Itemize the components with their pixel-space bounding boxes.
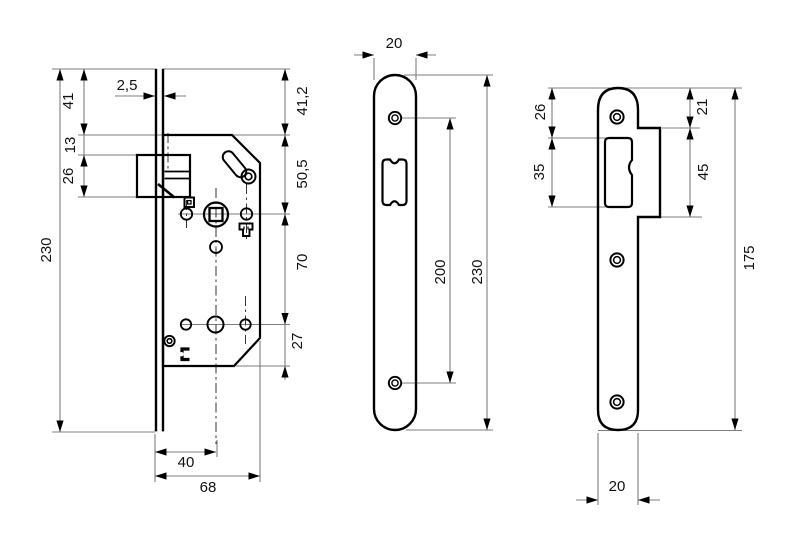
- extension-and-dimension-lines: [548, 87, 742, 505]
- dim-top-to-case: 41: [60, 93, 77, 110]
- snib-lever-body: [223, 152, 246, 177]
- faceplate-outline: [372, 73, 418, 432]
- dim-strike-length: 175: [741, 245, 758, 270]
- dim-follower-section: 50,5: [294, 159, 311, 188]
- latch-bolt: [135, 153, 192, 199]
- screw-hole-top: [609, 109, 625, 125]
- dim-window-height: 35: [531, 164, 548, 181]
- fixing-hole-left: [179, 207, 194, 221]
- screw-hole-top-center: [391, 114, 399, 122]
- dimension-labels: 20 200 230: [386, 35, 486, 285]
- screw-hole-top-center: [612, 112, 622, 122]
- dim-box-height: 45: [695, 164, 712, 181]
- extension-and-dimension-lines: [52, 68, 290, 482]
- faceplate-front-view: 20 200 230: [354, 35, 493, 432]
- lock-case-side-view: 230 41 13 26 2,5 41,2 50,5 70 27 40 68: [38, 68, 311, 496]
- screw-hole-bottom-left: [179, 318, 193, 331]
- dimension-arrows: [548, 88, 739, 504]
- latch-spring-line: [157, 182, 176, 199]
- screw-hole-bottom: [387, 375, 403, 391]
- handing-clip-slots: [243, 226, 249, 230]
- spring-clip-notch: [179, 352, 184, 357]
- latch-opening: [603, 136, 634, 209]
- fixing-hole-lower: [209, 240, 223, 254]
- dim-case-to-latch: 13: [62, 137, 79, 154]
- screw-hole-top: [387, 110, 403, 126]
- cylinder-hole: [206, 315, 225, 334]
- bushing-ring-center: [166, 337, 173, 345]
- bushing-ring: [163, 334, 176, 348]
- screw-hole-middle-center: [612, 255, 622, 265]
- dim-latch-height: 26: [60, 168, 77, 185]
- handing-clip: [238, 222, 254, 237]
- dimension-arrows: [362, 51, 491, 430]
- dim-bottom-section: 27: [289, 333, 306, 350]
- dim-axis-spacing: 70: [294, 254, 311, 271]
- snib-lever-pivot-hole: [244, 172, 253, 181]
- dim-strike-width: 20: [609, 478, 626, 495]
- screw-hole-middle: [609, 252, 625, 268]
- dim-faceplate-width: 20: [386, 35, 403, 52]
- snib-lever-pivot: [240, 168, 257, 185]
- dimension-labels: 26 35 21 45 175 20: [531, 99, 758, 495]
- center-lines: [167, 133, 247, 444]
- dimension-labels: 230 41 13 26 2,5 41,2 50,5 70 27 40 68: [38, 77, 311, 496]
- dim-case-depth: 68: [200, 479, 217, 496]
- strike-plate-front-view: 26 35 21 45 175 20: [531, 86, 758, 505]
- dimension-arrows: [56, 69, 289, 480]
- lock-case-outline: [161, 133, 262, 368]
- latch-window: [381, 158, 408, 207]
- dim-top-to-window: 26: [532, 104, 549, 121]
- dim-faceplate-length: 230: [469, 259, 486, 284]
- stop-button: [183, 196, 195, 208]
- dim-total-height: 230: [38, 237, 55, 262]
- stop-button-center: [186, 199, 192, 205]
- strike-plate-outline: [596, 86, 662, 432]
- dim-faceplate-thickness: 2,5: [117, 77, 138, 94]
- dim-backset: 40: [178, 454, 195, 471]
- spindle-square-hole: [208, 206, 224, 223]
- screw-hole-bottom-right: [239, 318, 252, 331]
- screw-hole-bottom-center: [612, 397, 622, 407]
- screw-hole-bottom-center: [391, 379, 399, 387]
- screw-hole-bottom: [609, 394, 625, 410]
- dim-screw-spacing: 200: [432, 259, 449, 284]
- latch-bolt-detail: [164, 170, 190, 180]
- dim-box-top-offset: 21: [694, 99, 711, 116]
- dim-top-section: 41,2: [294, 86, 311, 115]
- follower-hub: [202, 201, 230, 228]
- fixing-hole-right: [239, 207, 254, 221]
